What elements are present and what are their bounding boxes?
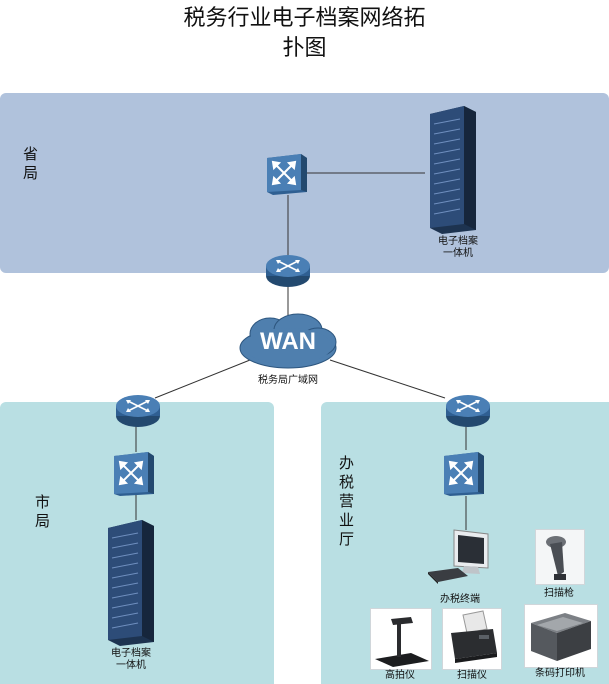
barcode-gun-icon	[546, 536, 566, 580]
city-archive-server-icon	[108, 520, 154, 646]
title-line-2: 扑图	[282, 36, 327, 61]
barcode-printer-caption: 条码打印机	[535, 668, 585, 679]
hall-terminal-caption: 办税终端	[440, 594, 480, 605]
link-wan-to-hall-router	[329, 359, 446, 399]
diagram-title: 税务行业电子档案网络拓 扑图	[0, 4, 609, 64]
province-router-icon	[266, 255, 310, 287]
hall-terminal-icon	[428, 529, 489, 584]
high-camera-caption: 高拍仪	[385, 670, 415, 681]
province-archive-caption: 电子档案 一体机	[428, 236, 488, 260]
province-zone-label: 省局	[21, 146, 39, 184]
city-router-icon	[116, 395, 160, 427]
wan-label: WAN	[260, 328, 316, 355]
link-wan-to-city-router	[154, 359, 251, 399]
hall-zone-label: 办税营业厅	[337, 455, 355, 550]
city-zone-label: 市局	[33, 494, 51, 532]
province-archive-server-icon	[430, 106, 476, 234]
scanner-caption: 扫描仪	[457, 670, 487, 681]
province-archive-caption-line2: 一体机	[443, 248, 473, 259]
city-archive-caption-line1: 电子档案	[111, 648, 151, 659]
wan-caption: 税务局广域网	[258, 375, 318, 386]
hall-switch-icon	[444, 452, 484, 496]
wan-cloud-icon	[239, 313, 337, 369]
high-camera-icon	[375, 617, 429, 667]
title-line-1: 税务行业电子档案网络拓	[183, 6, 426, 31]
barcode-gun-image	[535, 529, 585, 585]
province-switch-icon	[267, 154, 307, 195]
barcode-printer-icon	[531, 613, 591, 661]
city-archive-caption-line2: 一体机	[116, 660, 146, 671]
barcode-gun-caption: 扫描枪	[544, 588, 574, 599]
city-archive-caption: 电子档案 一体机	[101, 648, 161, 672]
city-switch-icon	[114, 452, 154, 496]
barcode-printer-image	[524, 604, 598, 668]
province-archive-caption-line1: 电子档案	[438, 236, 478, 247]
scanner-image	[442, 608, 502, 670]
high-camera-image	[370, 608, 432, 670]
scanner-icon	[451, 610, 497, 663]
hall-router-icon	[446, 395, 490, 427]
